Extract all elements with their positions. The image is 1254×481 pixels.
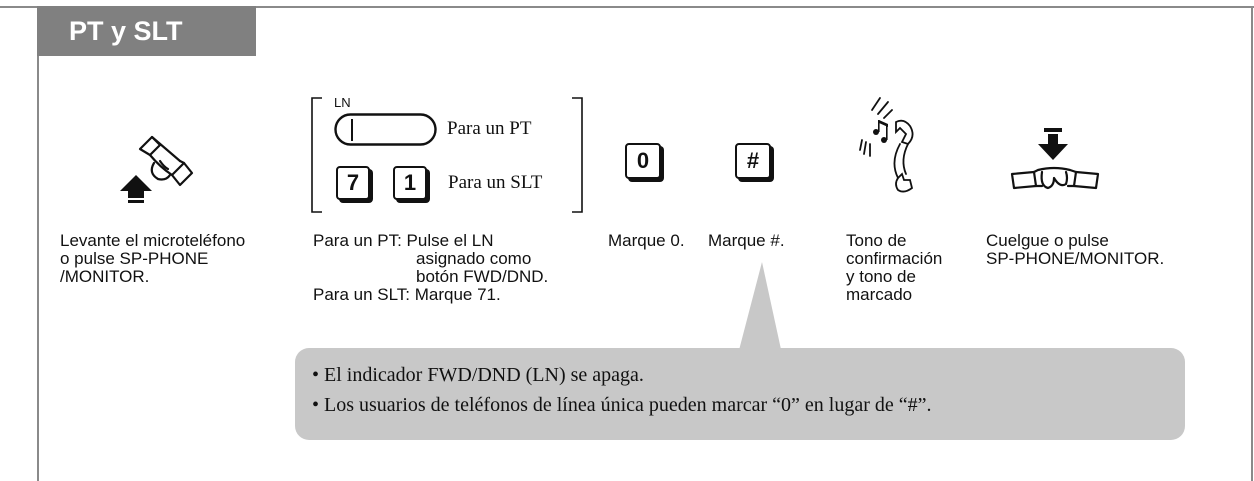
key-0[interactable]: 0	[625, 143, 661, 179]
step5-caption: Tono de confirmación y tono de marcado	[846, 232, 942, 304]
key-1[interactable]: 1	[393, 166, 427, 200]
frame-left-border	[37, 6, 39, 481]
step2-bracket	[311, 97, 583, 213]
handset-hang-up-icon	[1010, 128, 1100, 190]
frame-top-border	[0, 6, 1254, 8]
note-item: • Los usuarios de teléfonos de línea úni…	[312, 394, 932, 416]
key-hash[interactable]: #	[735, 143, 771, 179]
ringing-handset-icon	[859, 97, 914, 193]
step2-caption-line: Para un SLT: Marque 71.	[313, 285, 501, 304]
step1-caption-line: /MONITOR.	[60, 267, 150, 286]
step2-caption-line: asignado como	[416, 249, 532, 268]
note-item: • El indicador FWD/DND (LN) se apaga.	[312, 364, 644, 386]
step2-caption: Para un PT: Pulse el LN asignado como bo…	[313, 232, 548, 304]
step5-caption-line: confirmación	[846, 249, 943, 268]
note-text: El indicador FWD/DND (LN) se apaga.	[324, 364, 644, 386]
ln-label: LN	[334, 95, 351, 110]
section-tab: PT y SLT	[37, 6, 256, 56]
step5-caption-line: y tono de	[846, 267, 916, 286]
step6-caption: Cuelgue o pulse SP-PHONE/MONITOR.	[986, 232, 1164, 268]
notes-callout	[295, 348, 1185, 440]
step1-caption-line: o pulse SP-PHONE	[60, 249, 209, 268]
step1-caption-line: Levante el microteléfono	[60, 231, 246, 250]
step6-caption-line: SP-PHONE/MONITOR.	[986, 249, 1165, 268]
step1-caption: Levante el microteléfono o pulse SP-PHON…	[60, 232, 245, 286]
slt-label: Para un SLT	[448, 172, 543, 193]
step6-caption-line: Cuelgue o pulse	[986, 231, 1109, 250]
note-text: Los usuarios de teléfonos de línea única…	[324, 394, 932, 416]
frame-right-border	[1251, 6, 1253, 481]
step2-caption-line: botón FWD/DND.	[416, 267, 549, 286]
step2-caption-line: Para un PT: Pulse el LN	[313, 231, 494, 250]
step5-caption-line: marcado	[846, 285, 913, 304]
callout-tail	[738, 262, 782, 354]
step3-caption: Marque 0.	[608, 231, 685, 250]
ln-button-icon[interactable]	[334, 113, 438, 147]
pt-label: Para un PT	[447, 118, 532, 139]
step4-caption: Marque #.	[708, 231, 785, 250]
handset-lift-icon	[120, 135, 194, 203]
key-7[interactable]: 7	[336, 166, 370, 200]
section-title: PT y SLT	[69, 15, 183, 46]
step5-caption-line: Tono de	[846, 231, 907, 250]
